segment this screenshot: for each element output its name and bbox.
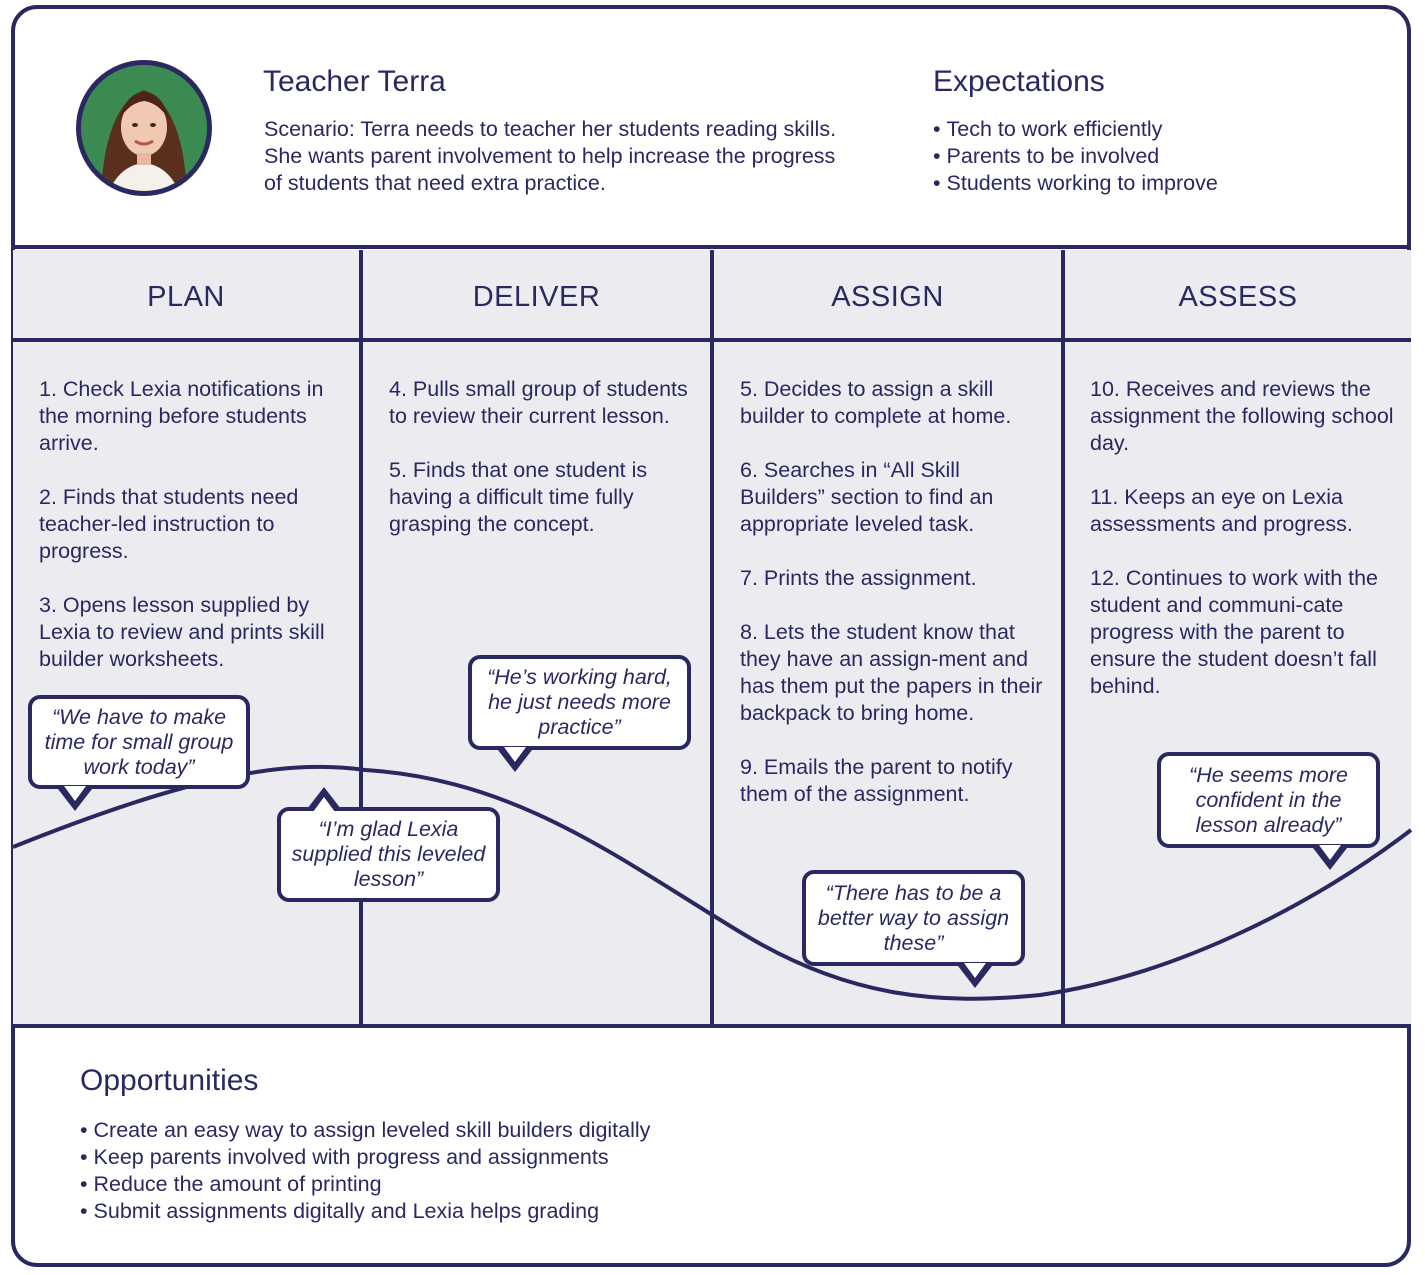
quote-bubble: “He seems more confident in the lesson a… [1157,752,1380,848]
step-item: 7. Prints the assignment. [740,566,977,590]
quote-text: “I’m glad Lexia supplied this leveled le… [291,817,486,891]
plan-steps: 1. Check Lexia notifications in the morn… [39,376,339,700]
persona-scenario: Scenario: Terra needs to teacher her stu… [264,117,837,195]
expectation-item: Parents to be involved [933,143,1218,170]
opportunity-item: Reduce the amount of printing [80,1171,650,1198]
expectation-item: Students working to improve [933,170,1218,197]
divider-column [710,250,714,1026]
quote-text: “He’s working hard, he just needs more p… [487,665,672,739]
assign-steps: 5. Decides to assign a skill builder to … [740,376,1045,835]
expectations-title: Expectations [933,65,1105,98]
step-item: 11. Keeps an eye on Lexia assessments an… [1090,485,1353,536]
opportunities-title: Opportunities [80,1064,259,1097]
step-item: 1. Check Lexia notifications in the morn… [39,377,324,455]
divider-column [1061,250,1065,1026]
step-item: 2. Finds that students need teacher-led … [39,485,299,563]
step-item: 12. Continues to work with the student a… [1090,566,1379,698]
stage-title-assign: ASSIGN [831,281,944,313]
expectation-item: Tech to work efficiently [933,116,1218,143]
bubble-tail [307,787,341,812]
stage-title-plan: PLAN [147,281,225,313]
bubble-tail [58,786,92,811]
quote-text: “There has to be a better way to assign … [817,880,1010,955]
quote-bubble: “I’m glad Lexia supplied this leveled le… [277,807,500,902]
opportunity-item: Keep parents involved with progress and … [80,1144,650,1171]
stage-title-deliver: DELIVER [472,281,601,313]
step-item: 5. Decides to assign a skill builder to … [740,377,1012,428]
persona-photo [81,65,207,191]
step-item: 4. Pulls small group of students to revi… [389,377,688,428]
step-item: 6. Searches in “All Skill Builders” sect… [740,458,994,536]
quote-bubble: “He’s working hard, he just needs more p… [468,655,691,750]
divider-column [359,250,363,1026]
deliver-steps: 4. Pulls small group of students to revi… [389,376,689,565]
divider-bottom [11,1024,1411,1028]
bubble-tail [958,963,992,988]
opportunities-list: Create an easy way to assign leveled ski… [80,1117,651,1225]
quote-text: “We have to make time for small group wo… [44,704,234,779]
opportunity-item: Submit assignments digitally and Lexia h… [80,1198,650,1225]
step-item: 8. Lets the student know that they have … [740,620,1043,725]
persona-name: Teacher Terra [263,65,446,98]
quote-text: “He seems more confident in the lesson a… [1189,762,1348,837]
assess-steps: 10. Receives and reviews the assignment … [1090,376,1395,727]
step-item: 5. Finds that one student is having a di… [389,458,648,536]
step-item: 9. Emails the parent to notify them of t… [740,755,1013,806]
divider-top [11,245,1411,249]
bubble-tail [1313,845,1347,870]
step-item: 10. Receives and reviews the assignment … [1090,377,1394,455]
opportunity-item: Create an easy way to assign leveled ski… [80,1117,651,1144]
quote-bubble: “We have to make time for small group wo… [28,695,250,789]
expectations-list: Tech to work efficiently Parents to be i… [933,116,1218,197]
stage-title-assess: ASSESS [1178,281,1298,313]
persona-avatar [76,60,212,196]
emotion-curve-line [12,764,1413,1001]
bubble-tail [498,747,532,772]
step-item: 3. Opens lesson supplied by Lexia to rev… [39,593,325,671]
quote-bubble: “There has to be a better way to assign … [802,870,1025,966]
